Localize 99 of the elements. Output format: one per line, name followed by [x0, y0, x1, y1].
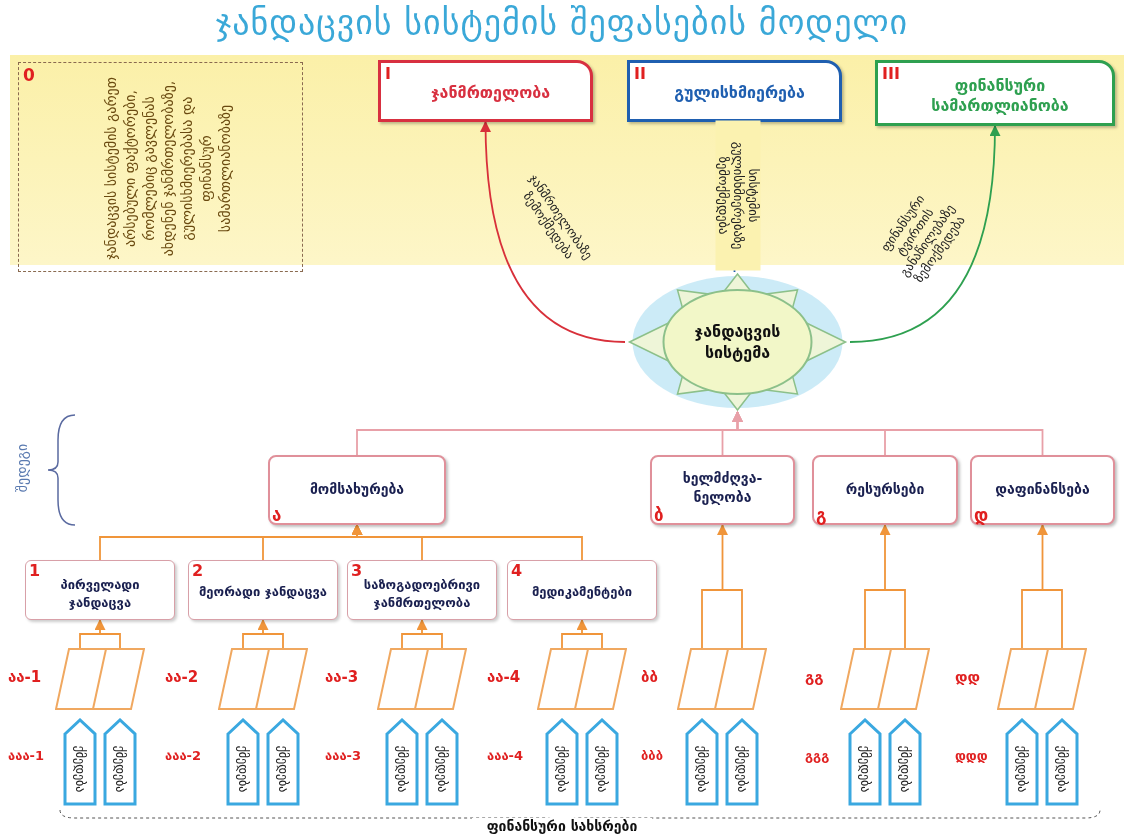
connector-arrow	[849, 124, 1001, 343]
tag-label: ქმედება	[112, 744, 128, 795]
code-label: ააა-1	[8, 748, 45, 763]
note-text: ჯანდაცვის სისტემის გარეთ არსებული ფაქტორები, რომლებიც გავლენას ახდენენ ჯანმრთელობაზე, გულისხმიერებასა და ფინანსურ სამართლიანობაზე	[101, 75, 234, 262]
box-number: III	[882, 64, 900, 83]
tag-label: ქმედება	[394, 744, 410, 795]
tag-label: ქმედება	[734, 744, 750, 795]
box-number: ა	[272, 505, 282, 525]
connector-arrow	[79, 618, 121, 649]
code-label: დდდ	[955, 748, 988, 763]
code-label: გგ	[805, 668, 824, 686]
connector-arrow	[242, 618, 284, 649]
connector-arrow	[480, 120, 626, 343]
box-label: ფინანსური სამართლიანობა	[930, 76, 1070, 117]
tag-label: ქმედება	[235, 744, 251, 795]
action-tag	[545, 718, 579, 806]
action-tag	[103, 718, 137, 806]
box-number: I	[385, 64, 391, 83]
box-label: ხელმძღვა-ნელობა	[681, 469, 764, 508]
action-tag	[226, 718, 260, 806]
code-label: გგგ	[805, 748, 830, 763]
box-label: რესურსები	[844, 479, 926, 499]
box-label: საზოგადოებრივი ჯანმრთელობა	[362, 575, 482, 612]
connector-arrow	[1021, 523, 1063, 649]
connector-arrow	[401, 618, 443, 649]
outcome-box	[875, 60, 1115, 126]
code-label: ააა-2	[165, 748, 202, 763]
tag-label: ქმედება	[554, 744, 570, 795]
tag-label: ქმედება	[1014, 744, 1030, 795]
service-box	[25, 560, 175, 620]
box-number: II	[634, 64, 646, 83]
box-label: ჯანმრთელობა	[429, 82, 552, 103]
ledger-parallelogram	[55, 648, 145, 710]
action-tag	[63, 718, 97, 806]
box-number: 1	[29, 561, 41, 580]
box-label: მედიკამენტები	[530, 582, 634, 601]
action-tag	[685, 718, 719, 806]
function-box	[650, 455, 795, 525]
code-label: აა-3	[325, 668, 359, 686]
box-label: პირველადი ჯანდაცვა	[59, 575, 141, 612]
brace-label: შედეგი	[14, 442, 30, 495]
code-label: აა-2	[165, 668, 199, 686]
tag-label: ქმედება	[72, 744, 88, 795]
service-box	[188, 560, 338, 620]
brace-label: ფინანსური სახსრები	[472, 818, 652, 834]
box-label: მეორადი ჯანდაცვა	[197, 582, 329, 601]
connector-arrow	[701, 523, 743, 649]
box-number: 3	[351, 561, 363, 580]
tag-label: ქმედება	[897, 744, 913, 795]
tag-label: ქმედება	[594, 744, 610, 795]
action-tag	[1005, 718, 1039, 806]
diagram-title: ჯანდაცვის სისტემის შეფასების მოდელი	[214, 2, 910, 42]
box-label: დაფინანსება	[994, 479, 1091, 499]
box-label: მომსახურება	[308, 479, 406, 499]
action-tag	[266, 718, 300, 806]
note-box	[18, 62, 303, 272]
connector-arrow	[561, 618, 603, 649]
tag-label: ქმედება	[434, 744, 450, 795]
code-label: აა-1	[8, 668, 42, 686]
ledger-parallelogram	[377, 648, 467, 710]
code-label: აა-4	[487, 668, 521, 686]
ledger-parallelogram	[218, 648, 308, 710]
action-tag	[425, 718, 459, 806]
service-box	[347, 560, 497, 620]
tag-label: ქმედება	[857, 744, 873, 795]
code-label: ააა-3	[325, 748, 362, 763]
tag-label: ქმედება	[275, 744, 291, 795]
ledger-parallelogram	[537, 648, 627, 710]
action-tag	[848, 718, 882, 806]
code-label: ბბბ	[641, 748, 663, 763]
connector-arrow	[351, 523, 583, 561]
ledger-parallelogram	[677, 648, 767, 710]
box-number: დ	[974, 505, 989, 525]
ledger-parallelogram	[997, 648, 1087, 710]
box-number: გ	[816, 505, 827, 525]
service-box	[507, 560, 657, 620]
function-box	[812, 455, 958, 525]
tag-label: ქმედება	[694, 744, 710, 795]
tag-label: ქმედება	[1054, 744, 1070, 795]
action-tag	[725, 718, 759, 806]
function-box	[268, 455, 446, 525]
box-number: 2	[192, 561, 204, 580]
code-label: დდ	[955, 668, 981, 686]
box-number: 4	[511, 561, 523, 580]
box-number: ბ	[654, 505, 664, 525]
ledger-parallelogram	[840, 648, 930, 710]
code-label: ააა-4	[487, 748, 524, 763]
outcome-box	[627, 60, 842, 122]
action-tag	[1045, 718, 1079, 806]
box-label: გულისხმიერება	[673, 82, 806, 103]
edge-label: სისტემის გულისხმიერებაზე ზემოქმედება	[715, 120, 761, 271]
action-tag	[385, 718, 419, 806]
action-tag	[585, 718, 619, 806]
function-box	[970, 455, 1115, 525]
connector-arrow	[864, 523, 906, 649]
outcome-box	[378, 60, 593, 122]
box-number: 0	[23, 65, 35, 85]
action-tag	[888, 718, 922, 806]
code-label: ბბ	[641, 668, 658, 686]
